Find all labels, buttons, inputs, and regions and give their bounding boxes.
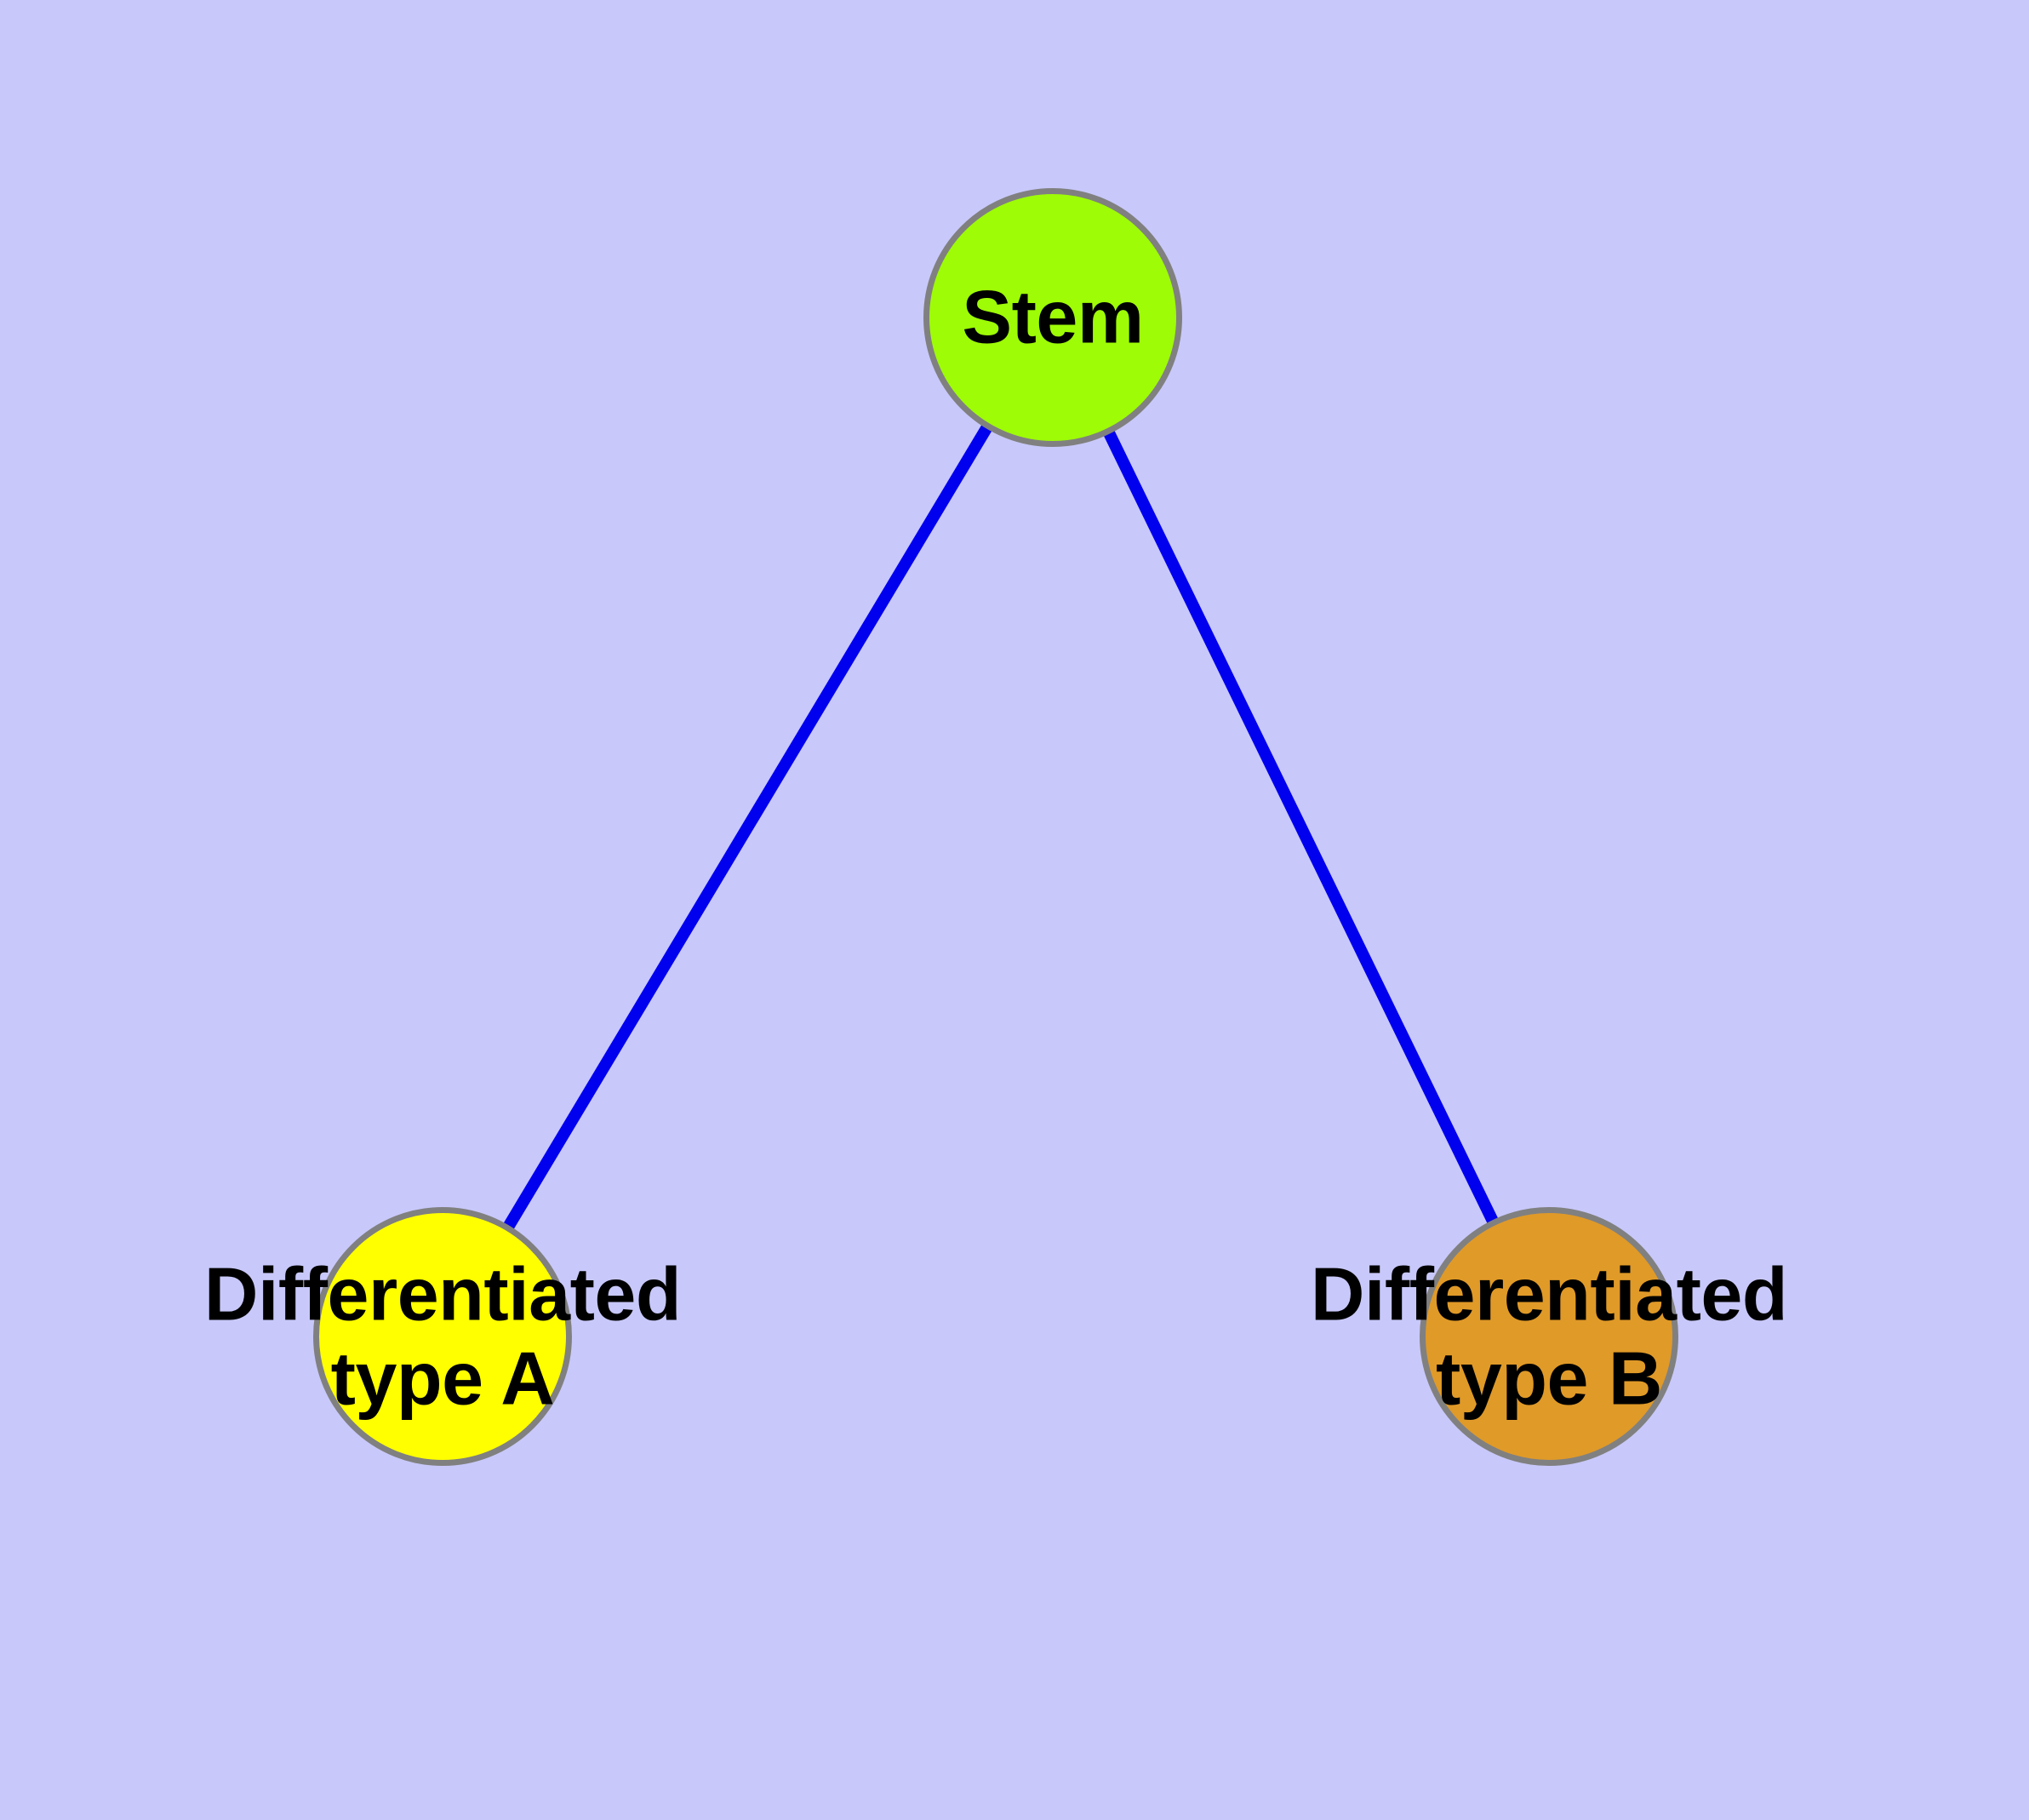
node-stem[interactable] — [923, 188, 1182, 447]
nodes-group — [313, 188, 1678, 1466]
edge-stem-to-differentiated-a[interactable] — [502, 422, 993, 1232]
edge-stem-to-differentiated-b[interactable] — [1102, 427, 1500, 1227]
node-differentiated-type-b[interactable] — [1420, 1207, 1678, 1466]
edges-group — [502, 422, 1500, 1232]
node-differentiated-type-a[interactable] — [313, 1207, 572, 1466]
